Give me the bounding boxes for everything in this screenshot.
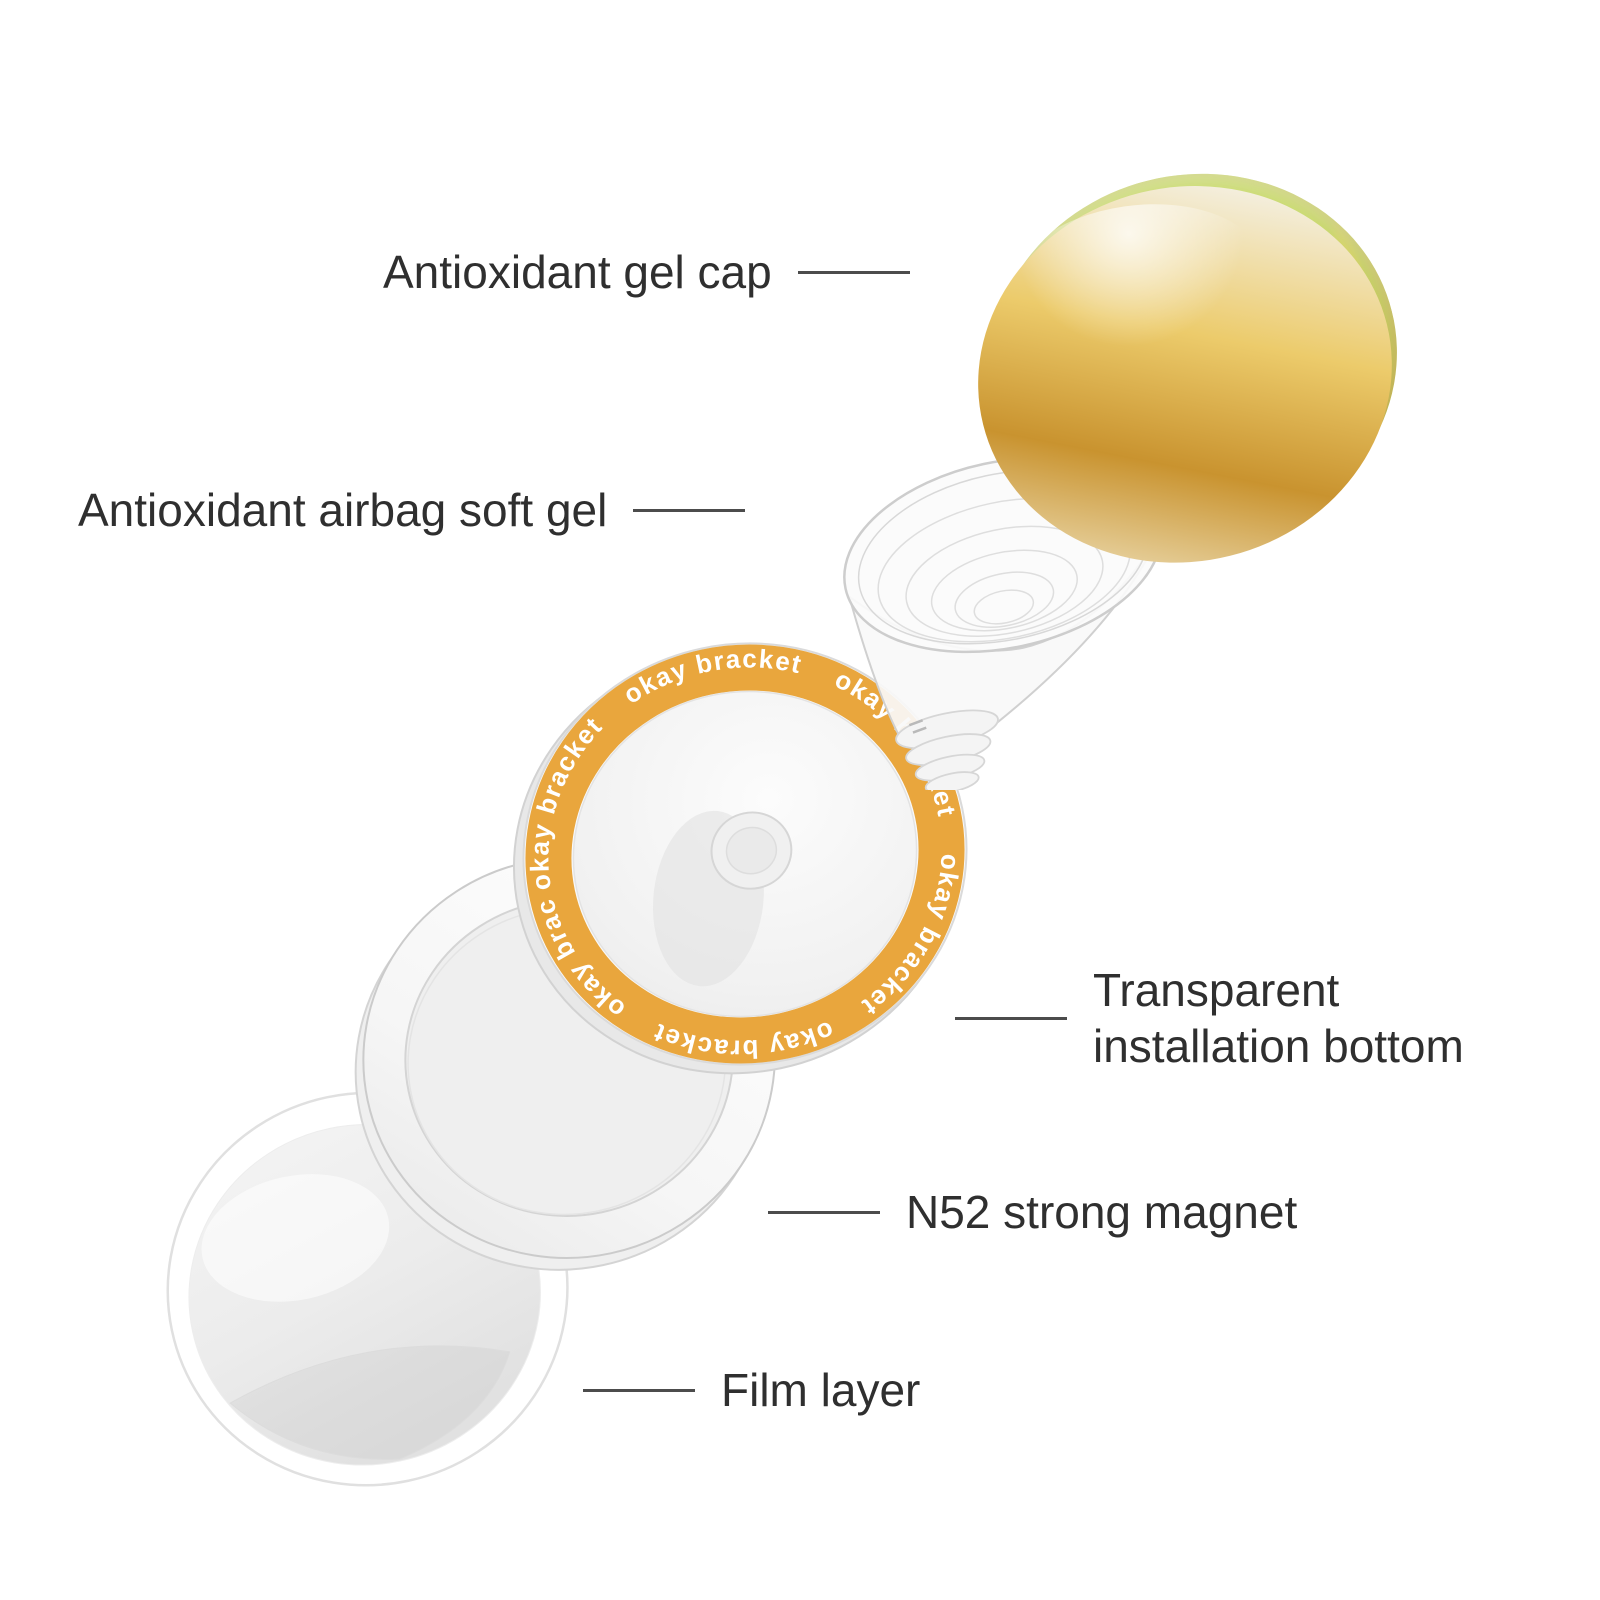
label-film: Film layer <box>721 1364 921 1416</box>
center-button-inner <box>725 826 778 875</box>
callout-airbag: Antioxidant airbag soft gel <box>78 482 746 538</box>
callout-gel-cap: Antioxidant gel cap <box>383 244 910 300</box>
label-airbag: Antioxidant airbag soft gel <box>78 484 608 536</box>
label-magnet: N52 strong magnet <box>906 1186 1298 1238</box>
label-gel-cap: Antioxidant gel cap <box>383 246 772 298</box>
airbag-vent-ticks <box>908 719 927 734</box>
leader-line-film <box>583 1388 695 1392</box>
leader-line-magnet <box>768 1210 880 1214</box>
label-installation-bottom: Transparent installation bottom <box>1093 964 1464 1073</box>
leader-line-gel-cap <box>797 270 910 274</box>
film-highlight <box>201 1174 390 1302</box>
leader-line-airbag <box>633 508 746 512</box>
leader-line-installation-bottom <box>955 1016 1067 1020</box>
callout-film: Film layer <box>583 1362 920 1418</box>
brand-ring <box>525 644 965 1064</box>
installation-bottom-disc: okay bracket okay bracket okay bracket o… <box>512 632 992 1080</box>
airbag-accordion-ridges <box>895 709 999 790</box>
film-crease <box>229 1345 511 1460</box>
callout-installation-bottom: Transparent installation bottom <box>955 962 1563 1074</box>
callout-magnet: N52 strong magnet <box>768 1184 1297 1240</box>
